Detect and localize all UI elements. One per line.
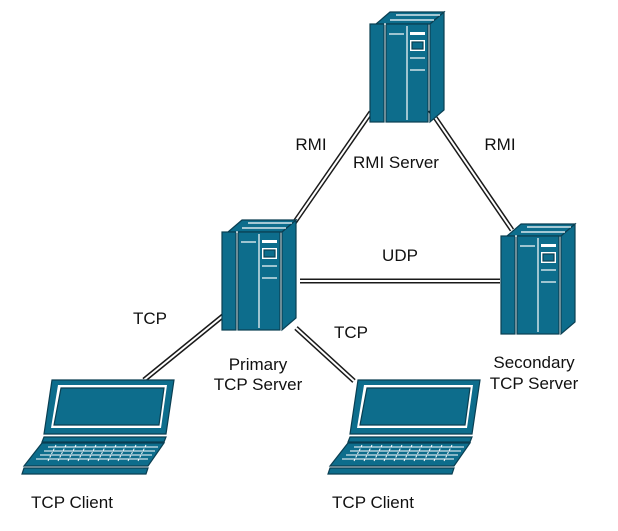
- secondary-server-label-line1: Secondary: [493, 353, 575, 372]
- primary-server-icon: [221, 219, 297, 331]
- secondary-server-icon: [500, 223, 576, 335]
- link-tcp-left-label: TCP: [133, 309, 167, 328]
- client-right-laptop-icon: [327, 379, 481, 475]
- link-tcp-right-label: TCP: [334, 323, 368, 342]
- primary-server-label-line2: TCP Server: [214, 375, 303, 394]
- client-right-label: TCP Client: [332, 493, 414, 512]
- link-primary-client-left: [142, 313, 226, 382]
- link-rmi-secondary-label: RMI: [484, 135, 515, 154]
- primary-server-label-line1: Primary: [229, 355, 288, 374]
- secondary-server-label-line2: TCP Server: [490, 374, 579, 393]
- client-left-laptop-icon: [21, 379, 175, 475]
- link-rmi-primary-label: RMI: [295, 135, 326, 154]
- link-primary-client-right: [294, 326, 356, 383]
- rmi-server-label: RMI Server: [353, 153, 439, 172]
- link-rmi-primary: [289, 110, 374, 228]
- rmi-server-icon: [369, 11, 445, 123]
- link-udp-label: UDP: [382, 246, 418, 265]
- link-rmi-secondary: [427, 108, 515, 232]
- client-left-label: TCP Client: [31, 493, 113, 512]
